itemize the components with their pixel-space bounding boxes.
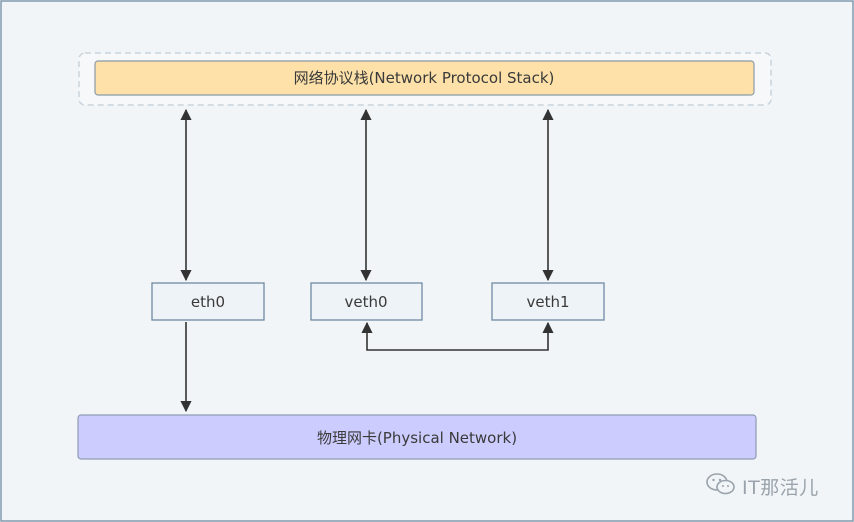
eth0-node: eth0 [151,282,265,321]
veth0-node: veth0 [310,282,423,321]
veth1-node: veth1 [491,282,605,321]
veth-pair-connector [361,321,554,351]
physical-nic-box: 物理网卡(Physical Network) [77,414,757,460]
watermark-text: IT那活儿 [742,476,819,499]
veth1-label: veth1 [526,293,569,311]
protocol-stack-label: 网络协议栈(Network Protocol Stack) [294,69,555,87]
physical-nic-label: 物理网卡(Physical Network) [317,429,517,447]
protocol-stack-box: 网络协议栈(Network Protocol Stack) [94,60,755,96]
eth0-label: eth0 [191,293,225,311]
watermark: IT那活儿 [706,472,819,500]
wechat-icon [706,472,736,501]
veth0-label: veth0 [344,293,387,311]
